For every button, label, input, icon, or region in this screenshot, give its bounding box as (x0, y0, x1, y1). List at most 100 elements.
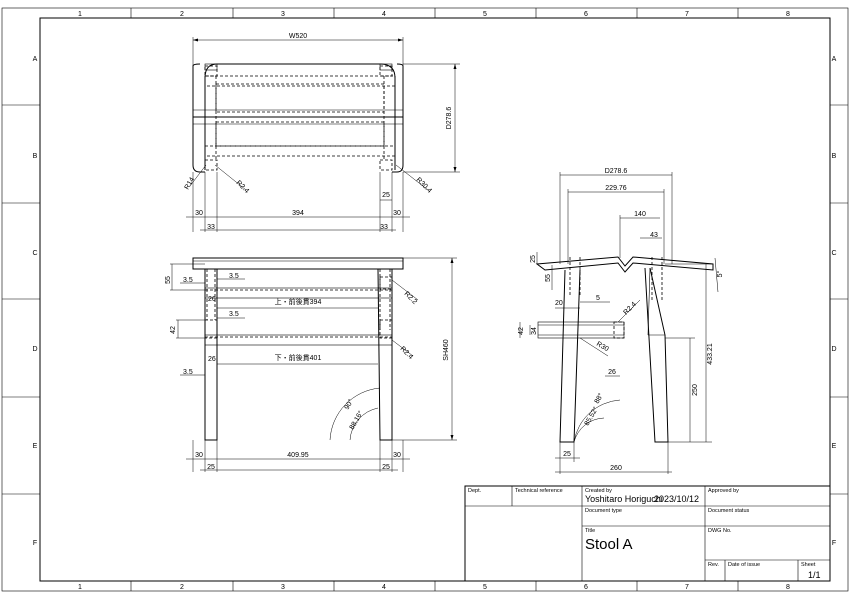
side-view-dim-260: 260 (610, 465, 622, 472)
side-view-dim-229: 229.76 (605, 185, 627, 192)
front-view-r2-2: R2.2 (403, 290, 418, 305)
side-view-dim-42: 42 (518, 327, 525, 335)
column-labels: 1 2 3 4 5 6 7 8 1 2 3 4 5 6 7 8 (78, 11, 790, 591)
front-view-dim-26-a: 26 (208, 296, 216, 303)
top-view-r30-4: R30.4 (415, 176, 433, 194)
front-view-dim-3-5-c: 3.5 (229, 311, 239, 318)
dwg-no-label: DWG No. (708, 528, 732, 534)
top-view-dim-394: 394 (292, 210, 304, 217)
front-view-angle-88: 88.16° (348, 409, 365, 431)
col-label-top-3: 3 (281, 11, 285, 18)
col-label-top-6: 6 (584, 11, 588, 18)
side-view-dim-55: 55 (545, 274, 552, 282)
top-view-dim-33-left: 33 (207, 224, 215, 231)
top-view-depth-dim: D278.6 (446, 107, 453, 130)
technical-reference-label: Technical reference (515, 488, 563, 494)
row-labels: A B C D E F A B C D E F (32, 56, 836, 547)
front-view-dim-25-left: 25 (207, 464, 215, 471)
side-view-dim-5: 5 (596, 295, 600, 302)
col-label-bottom-2: 2 (180, 584, 184, 591)
front-view-r2-4: R2.4 (399, 345, 414, 360)
top-view-r14: R14 (184, 176, 197, 191)
side-view-dim-25: 25 (530, 255, 537, 263)
top-view-dim-33-right: 33 (380, 224, 388, 231)
front-view-dim-25-right: 25 (382, 464, 390, 471)
side-view: D278.6 229.76 140 43 25 55 20 5 R2.4 42 … (518, 168, 724, 474)
front-view-dim-42: 42 (170, 326, 177, 334)
side-view-dim-20: 20 (555, 300, 563, 307)
row-label-left-d: D (32, 346, 37, 353)
front-view-dim-409: 409.95 (287, 452, 309, 459)
col-label-top-7: 7 (685, 11, 689, 18)
col-label-bottom-3: 3 (281, 584, 285, 591)
approved-by-label: Approved by (708, 488, 739, 494)
col-label-top-4: 4 (382, 11, 386, 18)
front-view-angle-90: 90° (343, 398, 355, 411)
side-view-angle-88: 88° (593, 392, 605, 405)
side-view-dim-26: 26 (608, 369, 616, 376)
top-view-width-dim: W520 (289, 33, 307, 40)
col-label-top-8: 8 (786, 11, 790, 18)
side-view-angle-5: 5° (716, 270, 724, 277)
side-view-dim-250: 250 (692, 384, 699, 396)
col-label-bottom-8: 8 (786, 584, 790, 591)
title-label: Title (585, 528, 595, 534)
row-label-right-c: C (831, 250, 836, 257)
row-label-left-e: E (33, 443, 38, 450)
front-view-dim-3-5-b: 3.5 (229, 273, 239, 280)
side-view-r2-4: R2.4 (622, 301, 637, 316)
side-view-dim-140: 140 (634, 211, 646, 218)
col-label-bottom-5: 5 (483, 584, 487, 591)
top-view-r2-4: R2.4 (235, 179, 250, 194)
top-view-dim-30-left: 30 (195, 210, 203, 217)
row-label-right-e: E (832, 443, 837, 450)
front-view-dim-26-b: 26 (208, 356, 216, 363)
side-view-dim-34: 34 (531, 327, 538, 335)
sheet-label: Sheet (801, 562, 816, 568)
row-label-right-b: B (832, 153, 837, 160)
top-view-dim-30-right: 30 (393, 210, 401, 217)
title-block: Dept. Technical reference Created by Yos… (464, 485, 831, 582)
side-view-r30: R30 (595, 341, 610, 354)
created-by-label: Created by (585, 488, 612, 494)
side-view-depth-dim: D278.6 (605, 168, 628, 175)
date-of-issue-label: Date of issue (728, 562, 760, 568)
top-view: W520 D278.6 R14 R2.4 R30.4 25 30 394 30 … (184, 33, 460, 232)
front-view: SH460 55 3.5 3.5 26 上・前後貫394 3.5 42 26 下… (165, 257, 457, 472)
document-type-label: Document type (585, 508, 622, 514)
created-by-value: Yoshitaro Horiguchi (585, 494, 663, 504)
row-label-right-a: A (832, 56, 837, 63)
row-label-left-a: A (33, 56, 38, 63)
col-label-top-1: 1 (78, 11, 82, 18)
col-label-bottom-7: 7 (685, 584, 689, 591)
row-label-left-f: F (33, 540, 37, 547)
col-label-bottom-1: 1 (78, 584, 82, 591)
row-label-left-b: B (33, 153, 38, 160)
document-status-label: Document status (708, 508, 750, 514)
col-label-bottom-6: 6 (584, 584, 588, 591)
col-label-top-2: 2 (180, 11, 184, 18)
front-view-dim-55: 55 (165, 276, 172, 284)
col-label-top-5: 5 (483, 11, 487, 18)
created-date: 2023/10/12 (654, 494, 699, 504)
front-view-dim-3-5-d: 3.5 (183, 369, 193, 376)
row-label-left-c: C (32, 250, 37, 257)
front-view-dim-3-5-a: 3.5 (183, 277, 193, 284)
rev-label: Rev. (708, 562, 719, 568)
front-view-lower-rail: 下・前後貫401 (275, 353, 322, 362)
row-label-right-f: F (832, 540, 836, 547)
col-label-bottom-4: 4 (382, 584, 386, 591)
front-view-dim-30-right: 30 (393, 452, 401, 459)
sheet-value: 1/1 (808, 570, 821, 580)
top-view-dim-25: 25 (382, 192, 390, 199)
title-value: Stool A (585, 536, 633, 553)
sheet-border (1, 7, 849, 592)
side-view-dim-43: 43 (650, 232, 658, 239)
front-view-height-dim: SH460 (443, 339, 450, 361)
side-view-dim-25-bottom: 25 (563, 451, 571, 458)
side-view-dim-433: 433.21 (707, 343, 714, 365)
dept-label: Dept. (468, 488, 482, 494)
side-view-angle-85: 85.52° (583, 405, 600, 427)
front-view-upper-rail: 上・前後貫394 (275, 297, 322, 306)
